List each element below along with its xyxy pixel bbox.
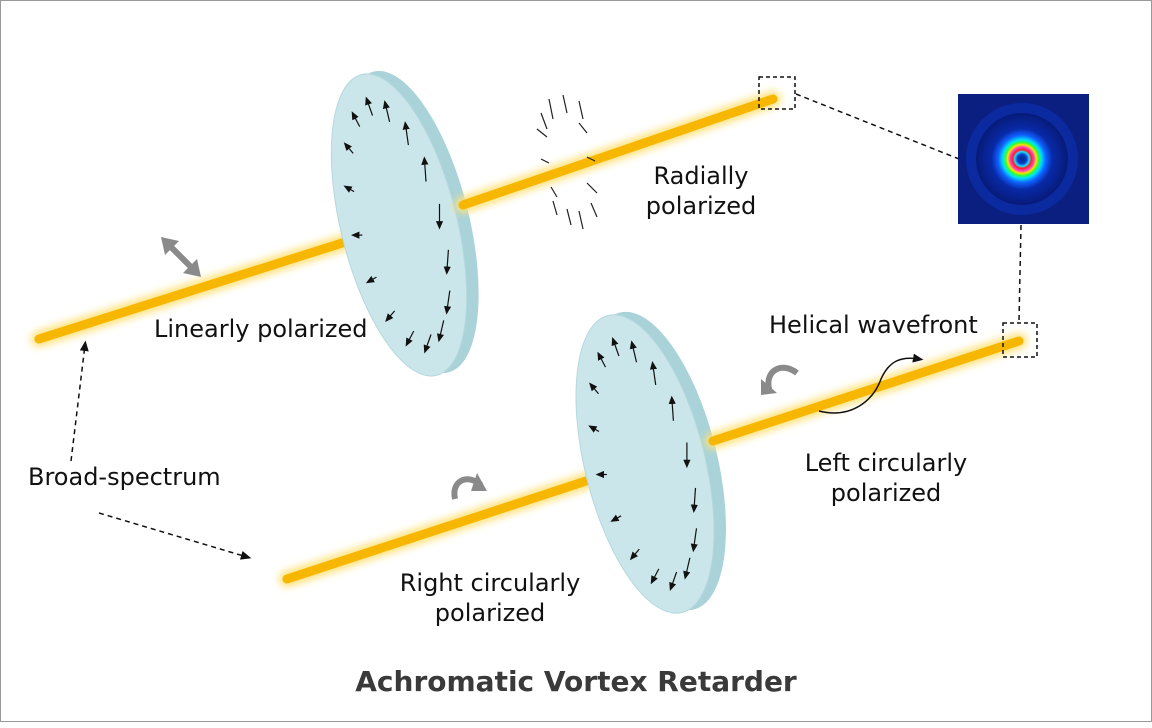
- polarization-arrow-icon: [588, 425, 600, 433]
- polarization-arrow-icon: [629, 548, 640, 561]
- label-linearly-polarized: Linearly polarized: [154, 315, 368, 343]
- donut-beam-image: [958, 94, 1089, 224]
- label-left-line2: polarized: [830, 479, 942, 507]
- polarization-arrow-icon: [423, 334, 432, 354]
- label-radially-line2: polarized: [645, 192, 757, 220]
- polarization-arrow-icon: [610, 514, 622, 522]
- right-rotation-arrow-icon: [451, 473, 487, 500]
- bottom-beam-output: [705, 333, 1027, 449]
- label-right-line2: polarized: [434, 599, 546, 627]
- bottom-plate-polarization-arrows: [588, 337, 698, 591]
- polarization-arrow-icon: [669, 571, 678, 591]
- polarization-arrow-icon: [385, 310, 396, 323]
- radial-polarization-icon: [536, 94, 598, 230]
- label-left-circularly: Left circularly polarized: [801, 448, 971, 508]
- top-connector-line: [795, 93, 960, 160]
- label-radially-line1: Radially: [653, 162, 749, 190]
- top-plate-polarization-arrows: [343, 96, 452, 354]
- left-rotation-arrow-icon: [761, 364, 799, 395]
- polarization-arrow-icon: [589, 382, 599, 395]
- polarization-arrow-icon: [629, 340, 638, 363]
- bottom-vortex-plate: [575, 311, 726, 614]
- polarization-arrow-icon: [343, 142, 354, 154]
- top-beam: [31, 217, 407, 347]
- broad-spectrum-arrow-up: [70, 340, 89, 462]
- label-left-line1: Left circularly: [804, 449, 968, 477]
- top-dashed-box: [758, 76, 796, 110]
- broad-spectrum-arrow-right: [98, 512, 252, 560]
- polarization-arrow-icon: [683, 557, 691, 580]
- polarization-arrow-icon: [351, 111, 361, 127]
- polarization-arrow-icon: [650, 568, 660, 585]
- double-arrow-icon: [161, 237, 201, 277]
- polarization-arrow-icon: [668, 395, 676, 421]
- top-vortex-plate: [330, 70, 479, 377]
- polarization-arrow-icon: [611, 337, 620, 357]
- page-title: Achromatic Vortex Retarder: [355, 665, 797, 698]
- polarization-arrow-icon: [365, 96, 374, 116]
- polarization-arrow-icon: [443, 249, 451, 275]
- polarization-arrow-icon: [690, 528, 698, 553]
- polarization-arrow-icon: [405, 330, 415, 347]
- polarization-arrow-icon: [597, 351, 607, 368]
- polarization-arrow-icon: [690, 487, 698, 513]
- polarization-arrow-icon: [421, 156, 429, 182]
- label-right-circularly: Right circularly polarized: [395, 568, 585, 628]
- bottom-dashed-box: [1002, 322, 1038, 358]
- helical-wavefront-curve: [818, 353, 924, 414]
- polarization-arrow-icon: [382, 100, 391, 123]
- polarization-arrow-icon: [444, 290, 452, 315]
- polarization-arrow-icon: [436, 320, 445, 343]
- bottom-beam: [279, 455, 649, 587]
- polarization-arrow-icon: [343, 185, 355, 193]
- label-broad-spectrum: Broad-spectrum: [28, 463, 221, 491]
- polarization-arrow-icon: [402, 121, 410, 146]
- label-helical-wavefront: Helical wavefront: [769, 311, 978, 339]
- top-beam-output: [455, 91, 781, 213]
- label-radially-polarized: Radially polarized: [641, 161, 761, 221]
- label-right-line1: Right circularly: [399, 569, 581, 597]
- polarization-arrow-icon: [365, 275, 377, 284]
- polarization-arrow-icon: [649, 361, 658, 385]
- right-connector-line: [1018, 224, 1022, 322]
